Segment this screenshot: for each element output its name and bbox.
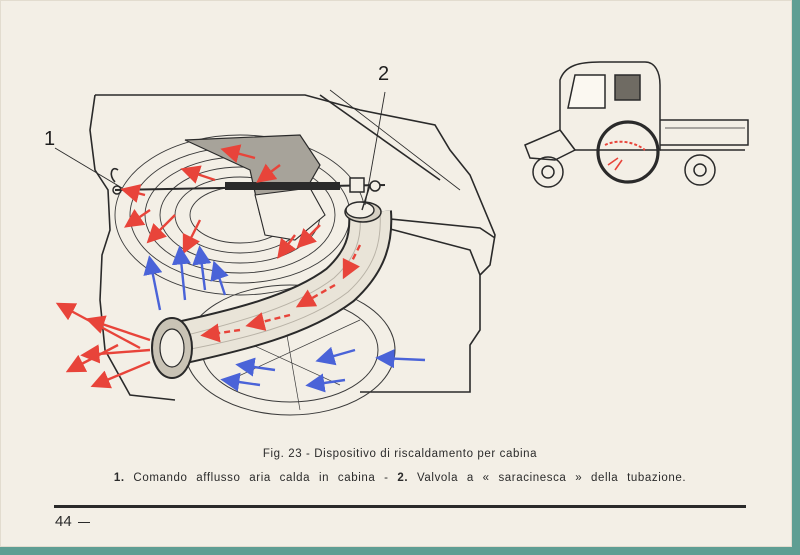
callout-2: 2: [378, 63, 389, 85]
page-number-dash: [77, 521, 90, 523]
leader-lines: [54, 91, 386, 206]
engine-housing: [89, 89, 496, 401]
legend-item-2-number: 2.: [397, 472, 409, 484]
footer-rule: [54, 505, 746, 508]
page-number-value: 44: [55, 513, 72, 530]
cold-air-arrows: [143, 245, 426, 393]
manual-page: 1 2: [0, 0, 792, 547]
legend-item-1-number: 1.: [113, 472, 125, 484]
legend-item-1-text: Comando afflusso aria calda in cabina -: [133, 472, 389, 484]
air-control-rod: [112, 177, 386, 195]
vehicle-inset: [524, 61, 749, 188]
legend-item-2-text: Valvola a « saracinesca » della tubazion…: [417, 472, 687, 484]
page-number: 44: [55, 513, 90, 530]
hot-air-arrows: [55, 144, 362, 389]
heating-duct: [151, 201, 393, 379]
figure-caption-title: Fig. 23 - Dispositivo di riscaldamento p…: [262, 448, 538, 460]
figure-caption-legend: 1. Comando afflusso aria calda in cabina…: [0, 472, 800, 484]
callout-1: 1: [44, 128, 55, 150]
gate-valve: [345, 184, 375, 219]
